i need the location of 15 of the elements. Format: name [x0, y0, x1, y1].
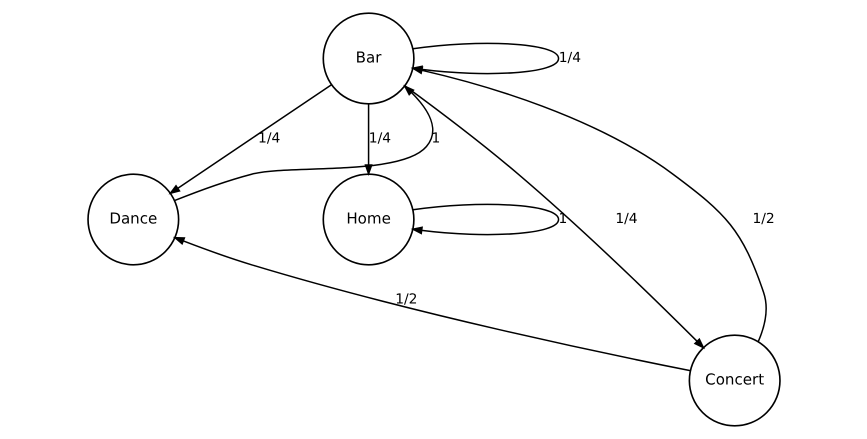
node-circle: Dance	[86, 173, 179, 266]
edge-label: 1	[430, 130, 440, 147]
edge-label: 1/2	[394, 292, 417, 308]
arrow	[174, 84, 433, 202]
edge-label: 1/4	[558, 50, 581, 66]
edge-label: 1/4	[614, 211, 638, 228]
arrow	[404, 85, 704, 350]
edge-label: 1/4	[368, 130, 391, 147]
arrow	[172, 236, 690, 372]
node-circle: Home	[322, 173, 414, 266]
arrow	[410, 204, 559, 236]
node-circle: Concert	[688, 334, 780, 427]
edge-label: 1/4	[258, 130, 280, 147]
arrow	[168, 84, 332, 195]
edge-label: 1/2	[752, 211, 774, 228]
